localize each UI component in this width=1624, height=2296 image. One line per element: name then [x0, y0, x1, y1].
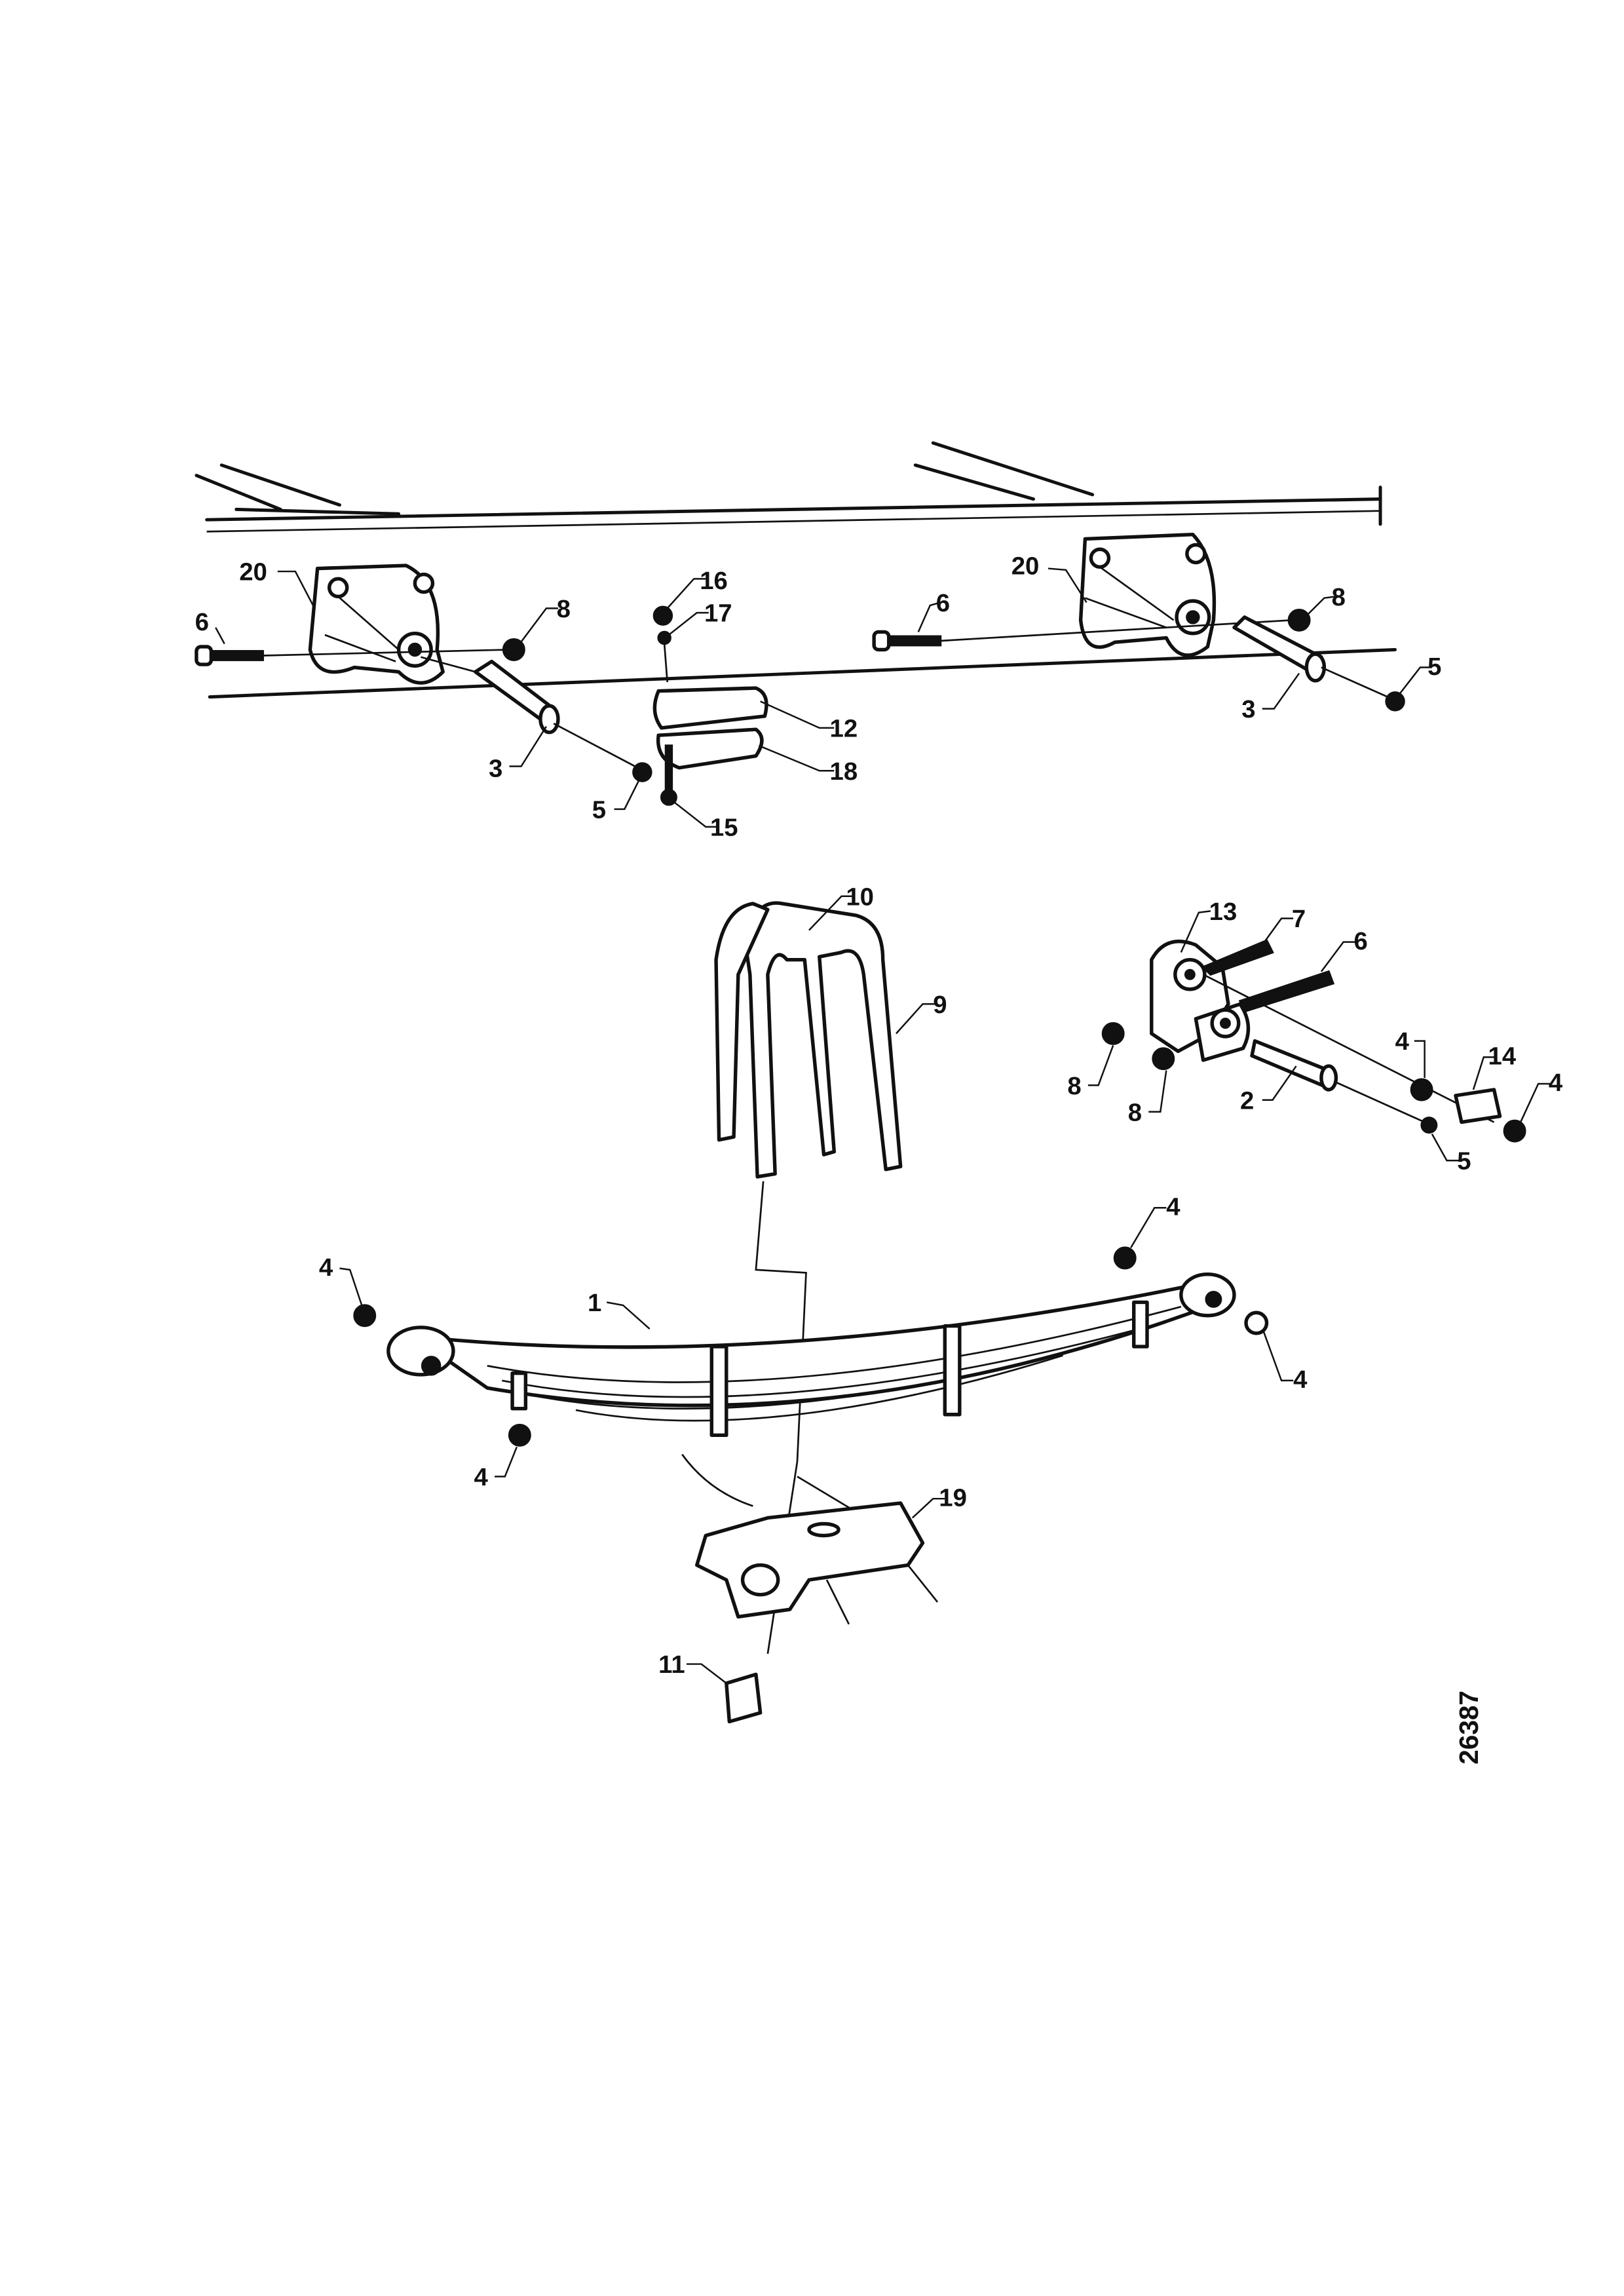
bolt-6-left	[195, 645, 510, 666]
figure-number: 26387	[1454, 1691, 1484, 1765]
callout-8: 8	[557, 595, 571, 623]
bush-11	[725, 1672, 763, 1724]
washer-4-f	[508, 1423, 531, 1447]
callout-18: 18	[830, 757, 858, 786]
callout-5: 5	[592, 795, 606, 824]
grease-nipple-5-shackle	[1420, 1117, 1438, 1134]
frame-rail	[195, 441, 1397, 699]
spring-hanger-bracket-right	[1078, 533, 1217, 657]
callout-6: 6	[1353, 927, 1367, 955]
spring-hanger-bracket-left	[308, 564, 445, 685]
callout-9: 9	[933, 991, 947, 1019]
callout-4: 4	[1166, 1193, 1180, 1221]
bolt-7	[1201, 939, 1274, 976]
callout-4: 4	[1293, 1366, 1308, 1394]
callout-14: 14	[1488, 1043, 1517, 1071]
callout-3: 3	[489, 754, 502, 782]
plate-18	[656, 727, 764, 770]
callout-6: 6	[936, 589, 950, 617]
callout-16: 16	[700, 567, 728, 595]
washer-4-c	[353, 1304, 377, 1328]
callout-8: 8	[1128, 1098, 1142, 1126]
callout-3: 3	[1241, 695, 1255, 723]
bolt-6-shackle	[1238, 970, 1335, 1013]
bush-14	[1454, 1088, 1502, 1124]
callout-8: 8	[1332, 583, 1346, 611]
callout-19: 19	[939, 1483, 967, 1512]
nut-16	[652, 605, 673, 626]
callout-4: 4	[319, 1253, 333, 1282]
callout-2: 2	[1240, 1086, 1254, 1115]
leaf-spring-1	[387, 1272, 1236, 1522]
callout-5: 5	[1457, 1147, 1471, 1176]
callout-10: 10	[846, 883, 874, 911]
leader-lines	[215, 567, 1551, 1684]
callout-6: 6	[195, 608, 209, 636]
callout-1: 1	[588, 1289, 601, 1317]
callout-4: 4	[1395, 1027, 1410, 1056]
callout-20: 20	[239, 558, 267, 586]
callout-8: 8	[1067, 1072, 1081, 1100]
nut-8-right	[1287, 608, 1311, 632]
grease-nipple-5-left	[632, 762, 652, 782]
callout-13: 13	[1209, 898, 1237, 926]
washer-4-b	[1503, 1119, 1526, 1143]
washer-4-a	[1410, 1078, 1433, 1101]
nut-8-shackle-b	[1152, 1047, 1175, 1071]
callout-17: 17	[704, 600, 732, 628]
callout-15: 15	[710, 813, 738, 841]
callout-11: 11	[658, 1651, 685, 1679]
pin-3-right	[1232, 615, 1388, 698]
u-bolt-10-9	[714, 901, 903, 1654]
callout-4: 4	[1549, 1069, 1563, 1097]
nut-8-shackle-a	[1101, 1022, 1125, 1045]
callout-5: 5	[1427, 653, 1441, 681]
pin-3-left	[421, 656, 639, 769]
washer-17	[657, 630, 671, 645]
callout-7: 7	[1292, 905, 1306, 933]
centre-line	[663, 643, 669, 683]
bolt-6-right	[872, 619, 1292, 652]
washer-4-e	[1244, 1311, 1269, 1335]
callout-4: 4	[474, 1463, 488, 1491]
callout-20: 20	[1011, 552, 1040, 581]
spring-seat-19	[695, 1501, 939, 1625]
callout-labels: 20 6 8 16 17 6 20 8 12 18 3 5 15 3 5 13 …	[195, 552, 1563, 1679]
callout-12: 12	[830, 714, 858, 742]
washer-4-d	[1113, 1246, 1137, 1270]
pin-2	[1250, 1039, 1426, 1123]
spacer-12	[652, 686, 768, 730]
nut-8-left	[502, 638, 525, 661]
grease-nipple-5-right	[1385, 691, 1405, 712]
